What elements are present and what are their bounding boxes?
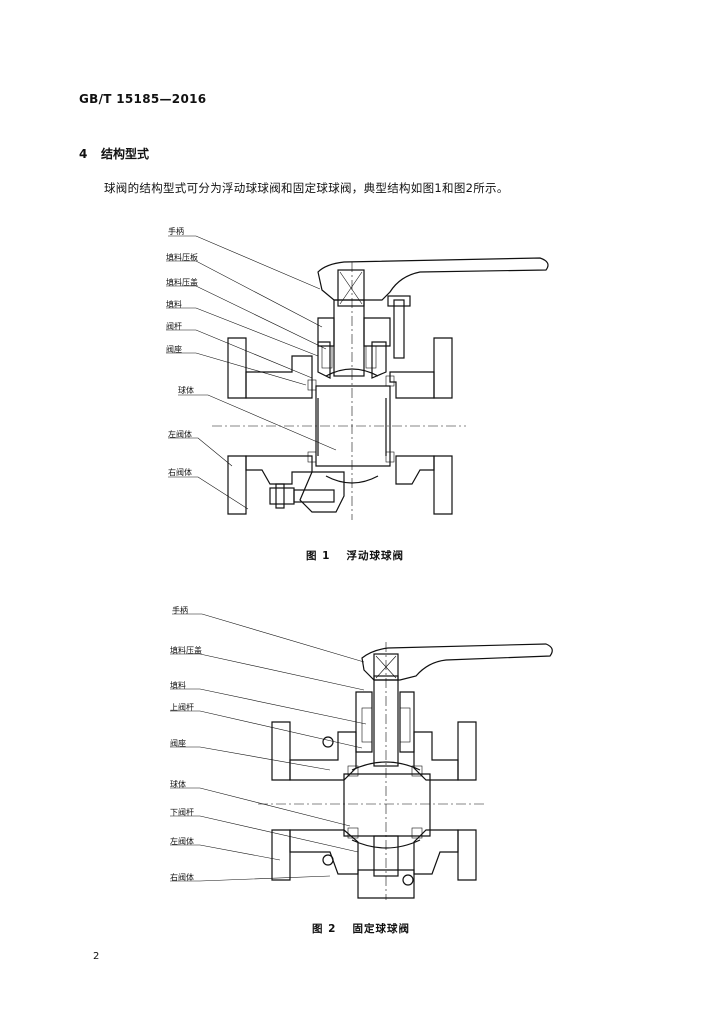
fig2-label-left-body: 左阀体 bbox=[170, 837, 194, 846]
section-heading: 4 结构型式 bbox=[79, 145, 149, 162]
fig2-label-packing: 填料 bbox=[170, 681, 186, 690]
section-number: 4 bbox=[79, 147, 88, 161]
body-paragraph: 球阀的结构型式可分为浮动球球阀和固定球球阀，典型结构如图1和图2所示。 bbox=[104, 181, 509, 195]
fig2-label-right-body: 右阀体 bbox=[170, 873, 194, 882]
fig1-caption-title: 浮动球球阀 bbox=[346, 550, 404, 562]
fig1-label-handle: 手柄 bbox=[168, 227, 184, 236]
fig2-label-upper-stem: 上阀杆 bbox=[170, 703, 194, 712]
fig2-label-seat: 阀座 bbox=[170, 739, 186, 748]
fig2-label-lower-stem: 下阀杆 bbox=[170, 808, 194, 817]
fig2-label-packing-gland: 填料压盖 bbox=[170, 646, 202, 655]
fig1-label-packing-plate: 填料压板 bbox=[166, 253, 198, 262]
fig1-label-ball: 球体 bbox=[178, 386, 194, 395]
fig2-caption: 图 2 固定球球阀 bbox=[312, 921, 410, 936]
fig2-caption-number: 图 2 bbox=[312, 923, 337, 935]
fig1-label-stem: 阀杆 bbox=[166, 322, 182, 331]
fig2-label-ball: 球体 bbox=[170, 780, 186, 789]
fig1-label-packing: 填料 bbox=[166, 300, 182, 309]
fig2-label-handle: 手柄 bbox=[172, 606, 188, 615]
fig1-label-packing-gland: 填料压盖 bbox=[166, 278, 198, 287]
fig1-caption: 图 1 浮动球球阀 bbox=[306, 548, 404, 563]
fig2-caption-title: 固定球球阀 bbox=[352, 923, 410, 935]
fig1-label-left-body: 左阀体 bbox=[168, 430, 192, 439]
fig2-drawing bbox=[170, 613, 553, 900]
fig1-drawing bbox=[166, 235, 549, 520]
section-title: 结构型式 bbox=[101, 147, 150, 161]
fig1-caption-number: 图 1 bbox=[306, 550, 331, 562]
page-number: 2 bbox=[93, 951, 100, 962]
standard-code: GB/T 15185—2016 bbox=[79, 92, 207, 106]
fig1-label-right-body: 右阀体 bbox=[168, 468, 192, 477]
fig1-label-seat: 阀座 bbox=[166, 345, 182, 354]
